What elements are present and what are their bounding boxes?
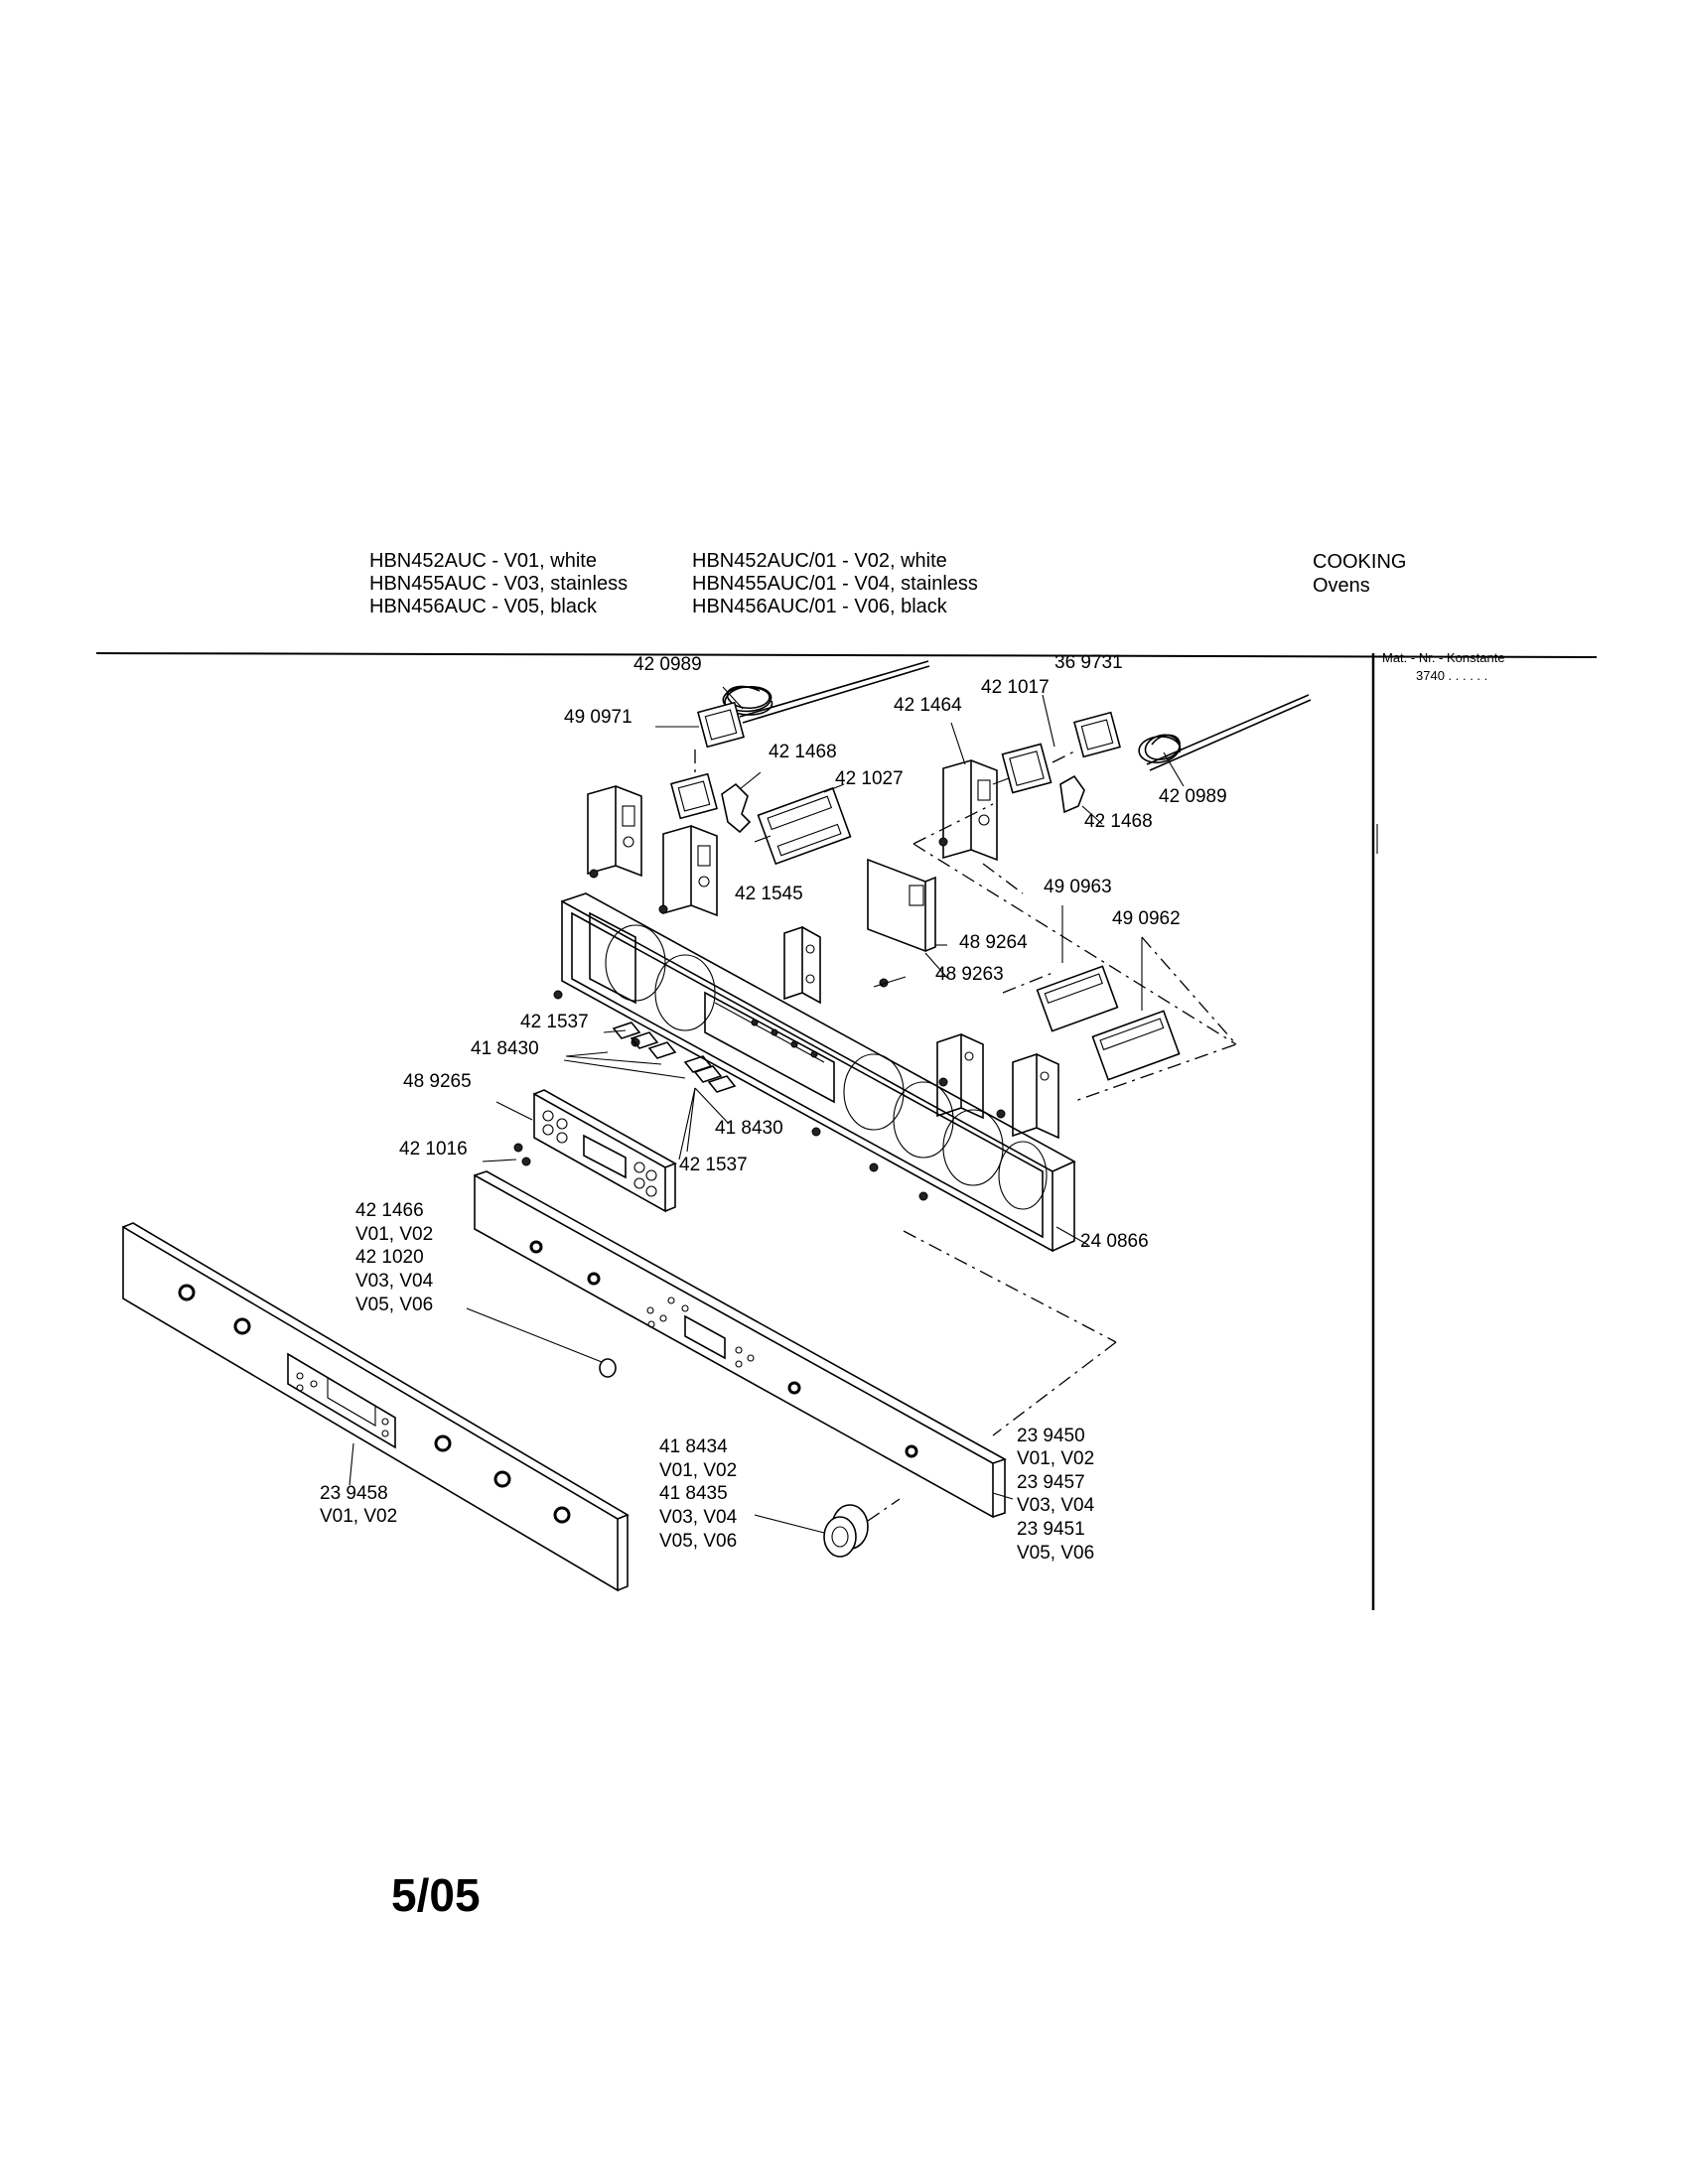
callout-knob-bottom-4: V03, V04	[659, 1507, 738, 1528]
front-panel-right-drawing	[474, 1170, 1117, 1519]
callout-knob-group-5: V05, V06	[355, 1295, 434, 1315]
callout-421016: 42 1016	[399, 1139, 468, 1160]
front-panel-left-drawing	[122, 1222, 630, 1592]
model-line-3-left: HBN456AUC - V05, black	[369, 596, 597, 617]
led-holders-drawing	[563, 1022, 737, 1160]
model-line-1-left: HBN452AUC - V01, white	[369, 550, 597, 572]
callout-490962: 49 0962	[1112, 908, 1181, 929]
callout-panel-right-5: 23 9451	[1017, 1519, 1085, 1540]
callout-panel-right-3: 23 9457	[1017, 1472, 1085, 1493]
callout-421537-top: 42 1537	[520, 1012, 589, 1032]
callout-knob-bottom-2: V01, V02	[659, 1460, 738, 1481]
callout-489264: 48 9264	[959, 932, 1028, 953]
category-label: COOKING	[1313, 551, 1407, 573]
callout-421545: 42 1545	[735, 884, 803, 904]
callout-421017: 42 1017	[981, 677, 1050, 698]
callout-240866: 24 0866	[1080, 1231, 1149, 1252]
small-knob-drawing	[466, 1307, 617, 1378]
footer-date: 5/05	[391, 1869, 481, 1921]
callout-421468-left: 42 1468	[769, 742, 837, 762]
callout-knob-bottom-1: 41 8434	[659, 1436, 728, 1457]
callout-421468-right: 42 1468	[1084, 811, 1153, 832]
callout-489263: 48 9263	[935, 964, 1004, 985]
callout-panel-right-6: V05, V06	[1017, 1543, 1095, 1564]
rotary-knob-drawing	[754, 1498, 901, 1558]
control-frame-drawing	[553, 892, 1089, 1253]
callout-panel-right-1: 23 9450	[1017, 1426, 1085, 1446]
side-panel-title: Mat. - Nr. - Konstante	[1382, 650, 1505, 665]
subcategory-label: Ovens	[1313, 575, 1370, 597]
callout-knob-group-1: 42 1466	[355, 1200, 424, 1221]
header-rule	[95, 652, 1598, 658]
callout-panel-left-2: V01, V02	[320, 1506, 398, 1527]
callout-490963: 49 0963	[1044, 877, 1112, 897]
callout-418430-left: 41 8430	[471, 1038, 539, 1059]
callout-panel-right-2: V01, V02	[1017, 1448, 1095, 1469]
model-line-3-mid: HBN456AUC/01 - V06, black	[692, 596, 947, 617]
callout-knob-group-2: V01, V02	[355, 1224, 434, 1245]
thermostat-right-drawing	[912, 694, 1312, 1045]
callout-knob-bottom-3: 41 8435	[659, 1483, 728, 1504]
pcb-drawing	[783, 858, 948, 1005]
callout-421537-bottom: 42 1537	[679, 1155, 748, 1175]
callout-panel-left-1: 23 9458	[320, 1483, 388, 1504]
side-panel-value: 3740 . . . . . .	[1416, 668, 1488, 683]
callout-420989-top: 42 0989	[633, 654, 702, 675]
callout-421464: 42 1464	[894, 695, 962, 716]
callout-421027: 42 1027	[835, 768, 904, 789]
callout-knob-group-4: V03, V04	[355, 1271, 434, 1292]
thermostat-left-drawing	[587, 660, 930, 917]
callout-490971: 49 0971	[564, 707, 632, 728]
callout-489265: 48 9265	[403, 1071, 472, 1092]
switch-blocks-right-drawing	[936, 905, 1238, 1140]
clock-module-drawing	[482, 1089, 677, 1213]
callout-369731: 36 9731	[1054, 652, 1123, 673]
model-line-2-left: HBN455AUC - V03, stainless	[369, 573, 629, 595]
callout-420989-right: 42 0989	[1159, 786, 1227, 807]
callout-knob-group-3: 42 1020	[355, 1247, 424, 1268]
callout-knob-bottom-5: V05, V06	[659, 1531, 738, 1552]
model-line-2-mid: HBN455AUC/01 - V04, stainless	[692, 573, 978, 595]
callout-418430-mid: 41 8430	[715, 1118, 783, 1139]
model-line-1-mid: HBN452AUC/01 - V02, white	[692, 550, 947, 572]
callout-panel-right-4: V03, V04	[1017, 1495, 1095, 1516]
